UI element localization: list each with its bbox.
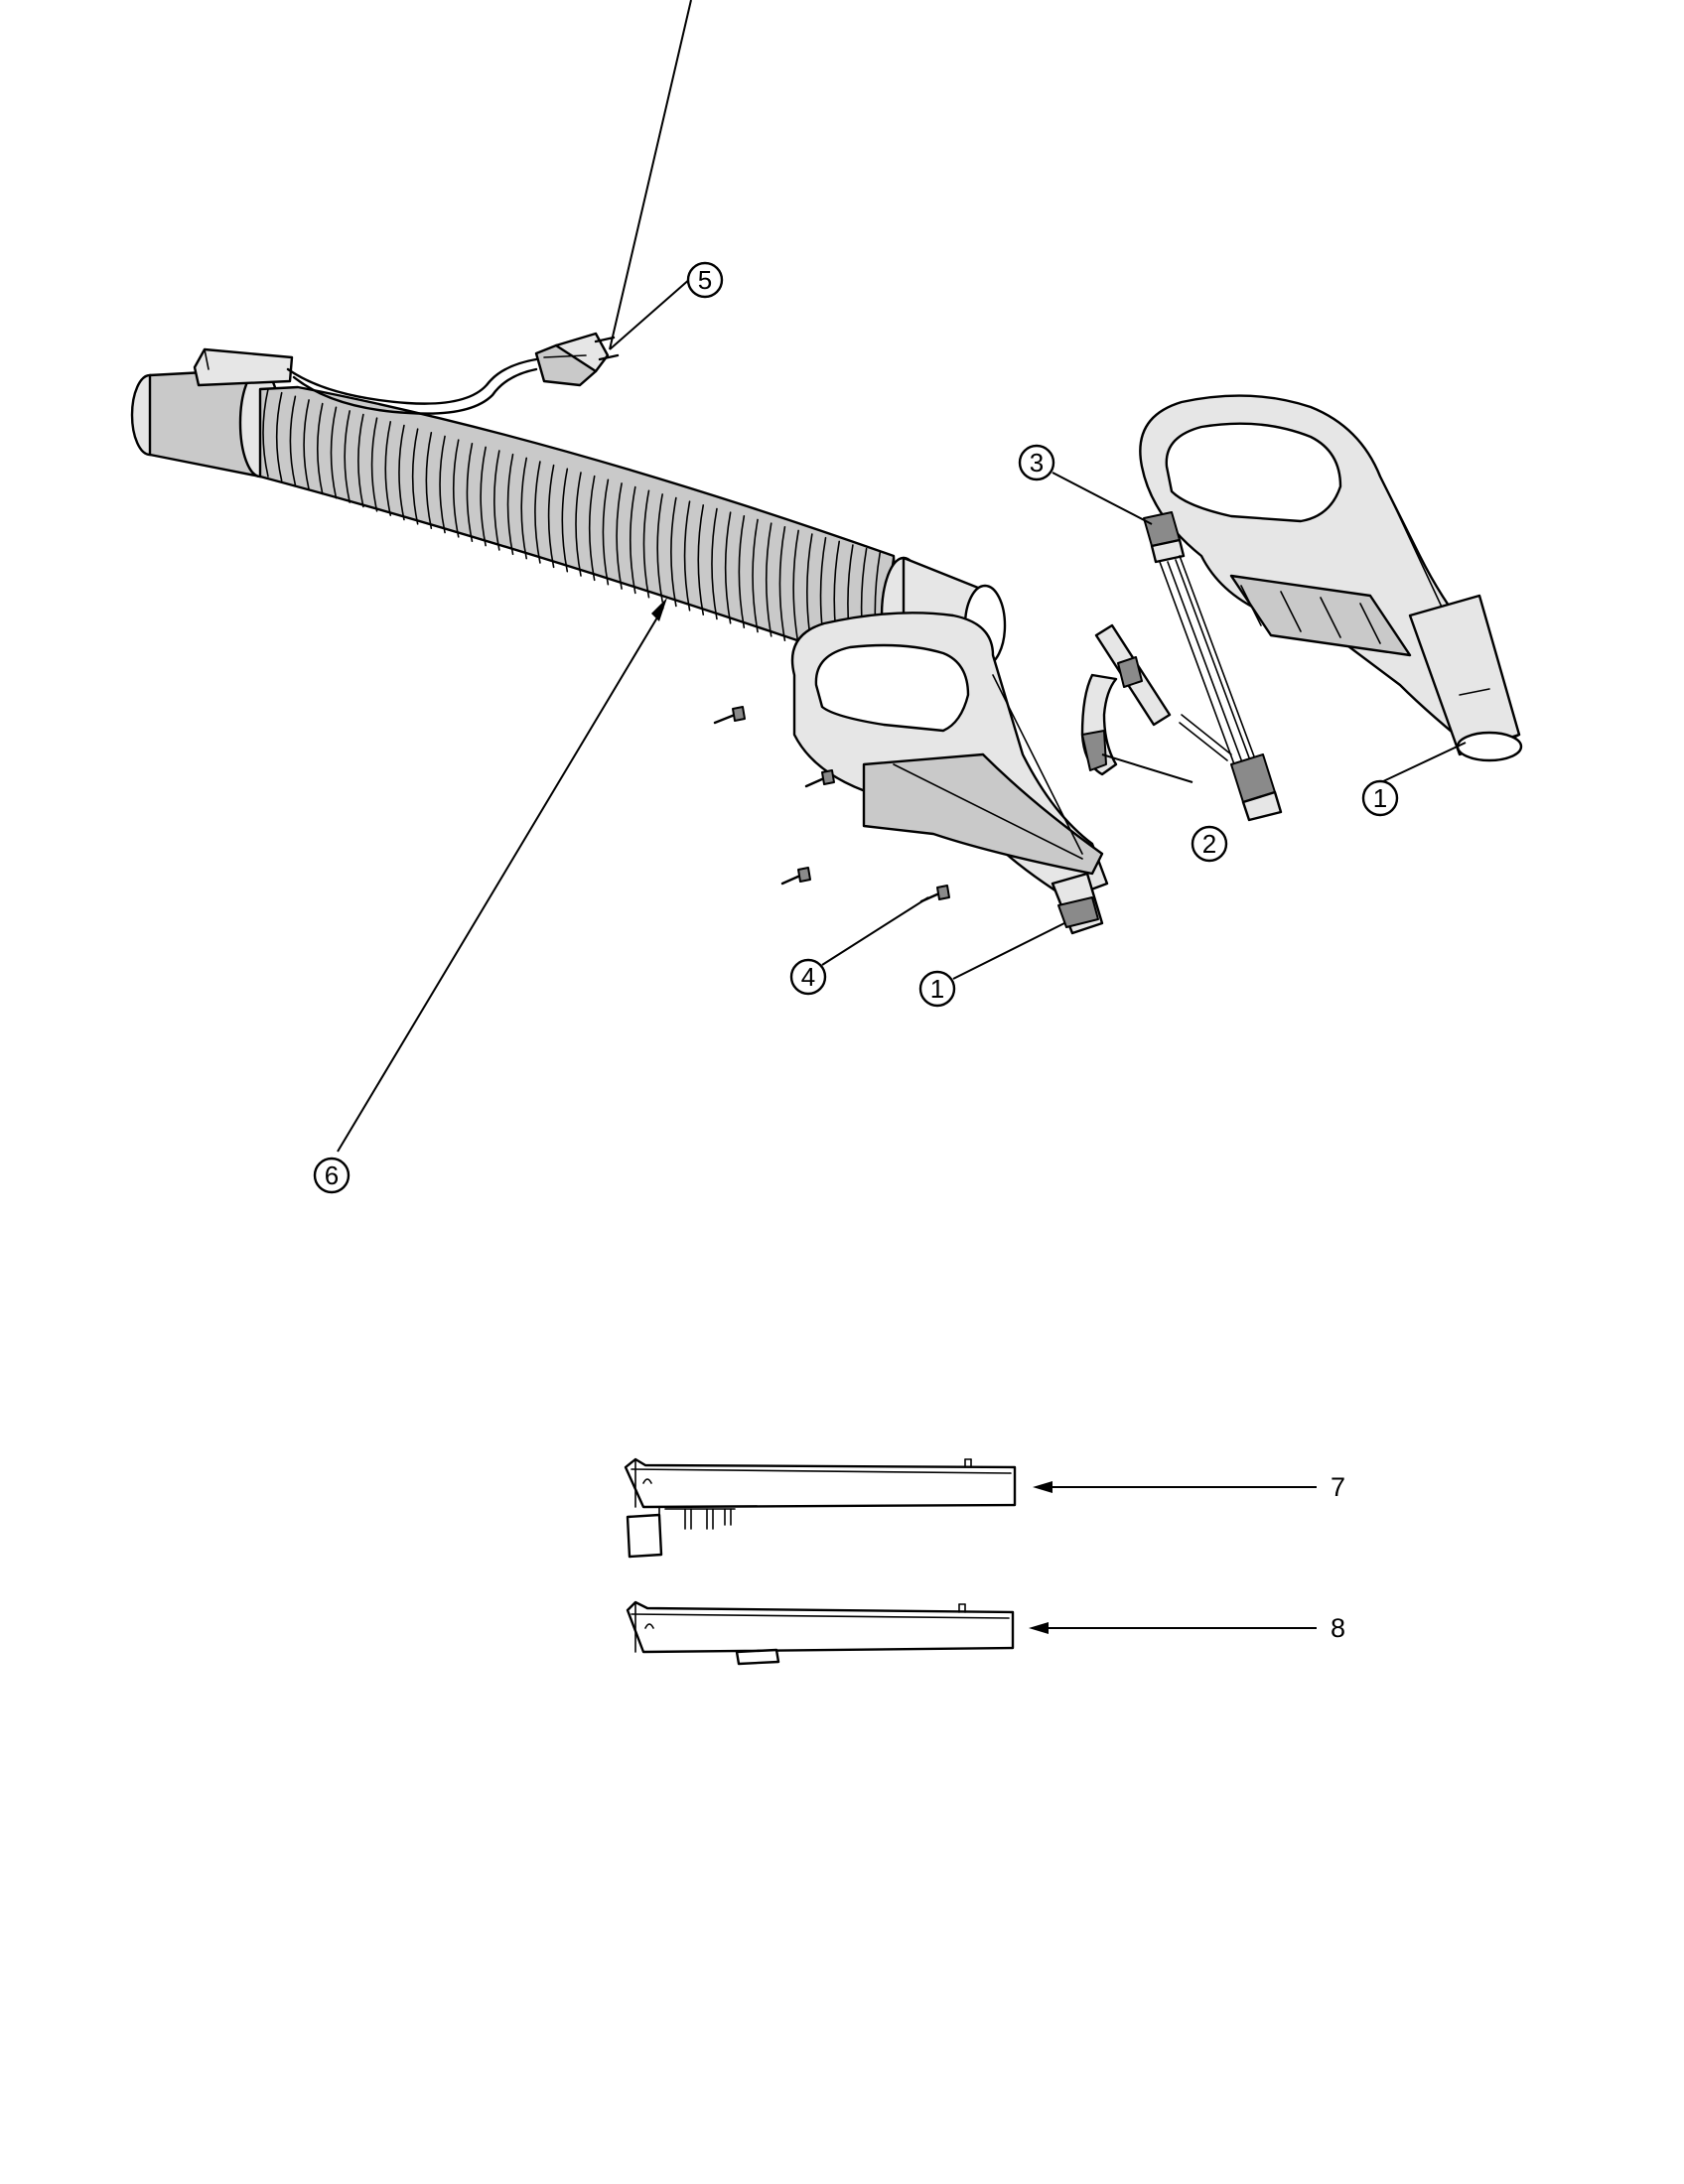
hose-rib <box>275 391 283 482</box>
hose-rib <box>452 439 460 538</box>
callout-1-upper: 1 <box>1361 779 1399 817</box>
screw-2 <box>804 769 835 788</box>
hose-rib <box>711 507 718 620</box>
hose-rib <box>588 475 596 582</box>
power-plug <box>534 332 620 387</box>
hose-rib <box>738 515 746 628</box>
callout-1-lower: 1 <box>918 970 956 1008</box>
screw-3 <box>780 867 811 886</box>
part-8-leader <box>1029 1622 1317 1634</box>
callout-2-label: 2 <box>1202 829 1216 859</box>
hose-rib <box>602 478 610 586</box>
hose-rib <box>778 525 786 642</box>
hose-rib <box>330 406 338 499</box>
callout-5: 5 <box>686 261 724 299</box>
hose-rib <box>303 399 310 490</box>
hose-rib <box>439 435 446 534</box>
handle-half-back <box>1139 394 1523 762</box>
callout-4-label: 4 <box>801 962 815 992</box>
callout-3-label: 3 <box>1030 448 1044 478</box>
hose-rib <box>683 500 691 612</box>
hose-rib <box>656 493 663 603</box>
hose-rib <box>575 472 582 577</box>
hose-rib <box>616 482 623 590</box>
hose-rib <box>357 413 364 508</box>
screws <box>713 706 950 903</box>
hose-rib <box>520 457 528 560</box>
hose-rib <box>344 410 351 503</box>
hose-rib <box>480 446 487 547</box>
hose-rib <box>670 496 677 608</box>
contact-bracket <box>1080 623 1172 776</box>
hose-rib <box>642 489 650 599</box>
hose-rib <box>561 468 569 573</box>
handle-half-front <box>790 612 1109 935</box>
hose-rib <box>765 522 772 637</box>
hose-rib <box>630 485 636 595</box>
hose-rib <box>466 442 474 543</box>
hose-rib <box>792 529 799 646</box>
callout-2: 2 <box>1191 825 1228 863</box>
hose-rib <box>316 402 324 495</box>
hose-rib <box>398 424 405 521</box>
part-8-bar <box>626 1600 1015 1666</box>
hose-rib <box>411 428 419 525</box>
part-7-label: 7 <box>1331 1472 1345 1502</box>
callout-6: 6 <box>313 1157 351 1194</box>
hose-rib <box>370 417 378 512</box>
screw-4 <box>919 885 950 903</box>
part-7-bar <box>624 1457 1017 1559</box>
callout-1-lower-label: 1 <box>930 974 944 1004</box>
part-8-label: 8 <box>1331 1613 1345 1643</box>
hose-rib <box>425 432 433 529</box>
hose-rib <box>506 453 514 556</box>
callout-6-label: 6 <box>325 1160 339 1190</box>
callout-4: 4 <box>789 958 827 996</box>
hose-rib <box>493 450 500 551</box>
hose-rib <box>697 504 705 615</box>
part-7-leader <box>1033 1481 1317 1493</box>
hose-rib <box>384 421 392 516</box>
callout-3: 3 <box>1018 444 1055 481</box>
hose-rib <box>262 388 269 478</box>
screw-1 <box>713 706 746 725</box>
leader-lines <box>337 0 1467 1153</box>
callout-5-label: 5 <box>698 265 712 295</box>
hose-rib <box>289 395 297 486</box>
hose-rib <box>534 461 541 564</box>
hose-rib <box>752 518 759 633</box>
switch-and-wires <box>1143 511 1283 822</box>
hose-rib <box>547 464 555 569</box>
hose-rib <box>724 511 732 624</box>
callout-1-upper-label: 1 <box>1373 783 1387 813</box>
